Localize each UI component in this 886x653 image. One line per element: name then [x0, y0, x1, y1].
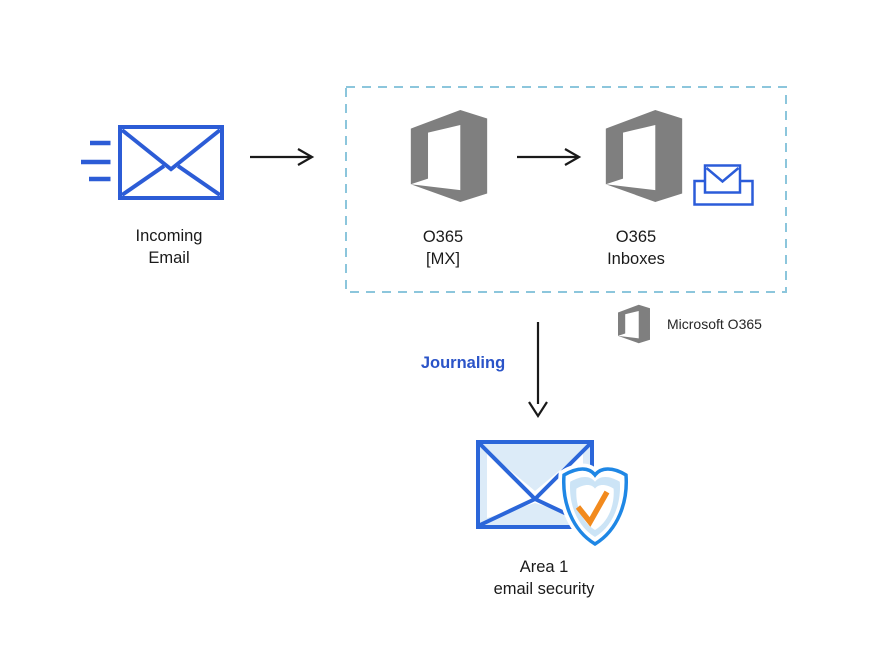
- microsoft-o365-legend-label: Microsoft O365: [667, 316, 762, 332]
- journaling-label: Journaling: [420, 354, 506, 372]
- shield-check-icon: [558, 463, 632, 550]
- arrow-right-icon: [517, 148, 582, 166]
- checkmark-icon: [575, 490, 610, 527]
- o365-mx-label: O365 [MX]: [422, 228, 464, 268]
- office365-logo-icon: [605, 110, 683, 202]
- incoming-email-envelope-icon: [81, 125, 224, 200]
- arrow-down-icon: [528, 322, 548, 419]
- office365-logo-icon: [618, 304, 650, 344]
- o365-boundary-dashed-box: [345, 86, 787, 293]
- arrow-right-icon: [250, 148, 315, 166]
- envelope-in-tray-icon: [693, 164, 754, 206]
- area1-label: Area 1 email security: [493, 558, 595, 598]
- envelope-with-shield-check-icon: [476, 440, 632, 550]
- o365-inboxes-label: O365 Inboxes: [607, 228, 665, 268]
- incoming-email-label: Incoming Email: [135, 227, 203, 267]
- office365-logo-icon: [410, 110, 488, 202]
